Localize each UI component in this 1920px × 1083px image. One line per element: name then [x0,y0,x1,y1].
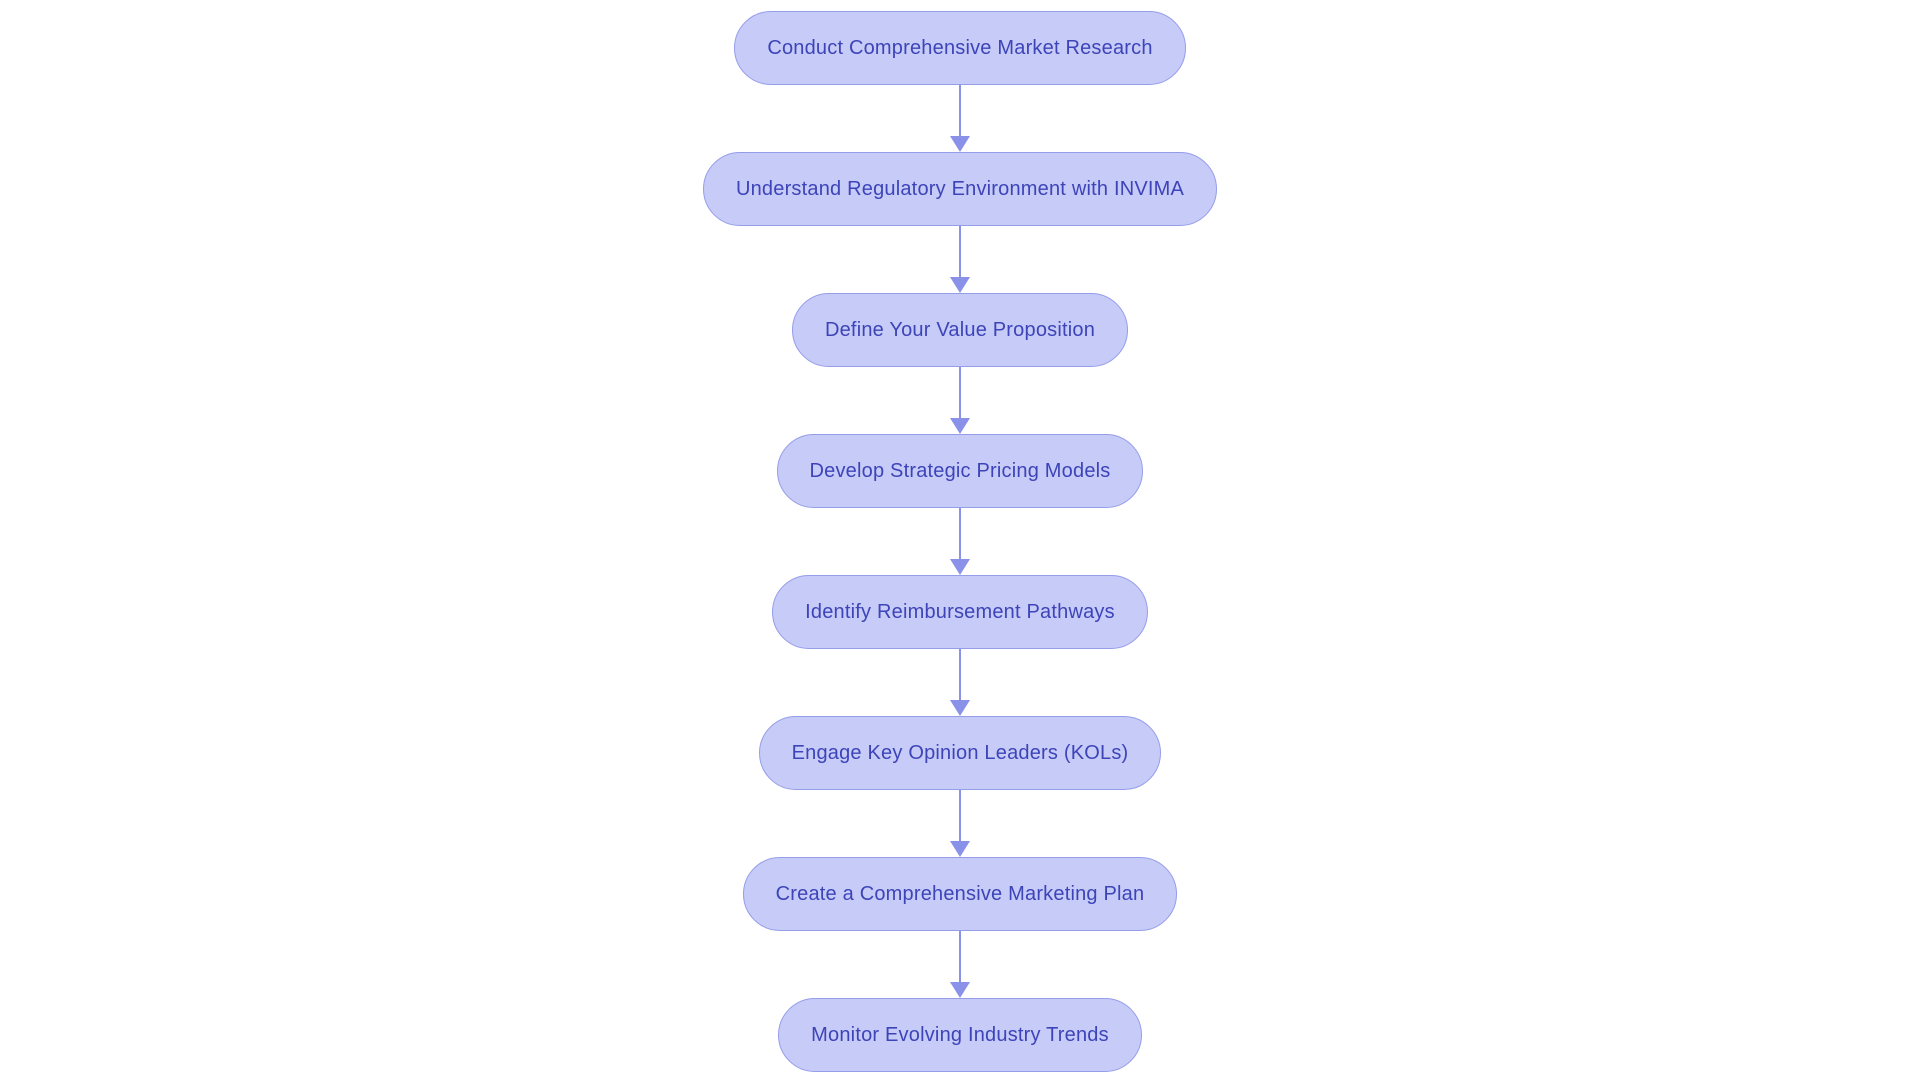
flowchart-node-regulatory-invima: Understand Regulatory Environment with I… [702,152,1218,226]
arrowhead-down-icon [950,559,970,575]
arrow-connector [950,85,970,152]
arrow-line [959,649,961,700]
arrowhead-down-icon [950,277,970,293]
flowchart-node-industry-trends: Monitor Evolving Industry Trends [778,998,1142,1072]
node-label: Understand Regulatory Environment with I… [735,177,1185,200]
arrow-line [959,790,961,841]
node-label: Monitor Evolving Industry Trends [811,1023,1109,1046]
arrow-line [959,367,961,418]
arrow-line [959,508,961,559]
node-label: Create a Comprehensive Marketing Plan [775,882,1145,905]
arrow-connector [950,226,970,293]
arrowhead-down-icon [950,418,970,434]
arrowhead-down-icon [950,136,970,152]
flowchart-node-market-research: Conduct Comprehensive Market Research [734,11,1186,85]
flowchart-node-pricing-models: Develop Strategic Pricing Models [776,434,1144,508]
arrow-connector [950,931,970,998]
node-label: Engage Key Opinion Leaders (KOLs) [791,741,1129,764]
arrowhead-down-icon [950,700,970,716]
node-label: Develop Strategic Pricing Models [809,459,1111,482]
arrow-connector [950,649,970,716]
arrowhead-down-icon [950,982,970,998]
arrow-connector [950,367,970,434]
flowchart-node-reimbursement-pathways: Identify Reimbursement Pathways [772,575,1148,649]
node-label: Conduct Comprehensive Market Research [767,36,1153,59]
flowchart-node-value-proposition: Define Your Value Proposition [791,293,1129,367]
flowchart-node-engage-kols: Engage Key Opinion Leaders (KOLs) [758,716,1162,790]
arrow-connector [950,508,970,575]
arrow-line [959,226,961,277]
arrow-line [959,85,961,136]
node-label: Define Your Value Proposition [824,318,1096,341]
flowchart-node-marketing-plan: Create a Comprehensive Marketing Plan [742,857,1178,931]
node-label: Identify Reimbursement Pathways [805,600,1115,623]
arrow-connector [950,790,970,857]
arrowhead-down-icon [950,841,970,857]
arrow-line [959,931,961,982]
